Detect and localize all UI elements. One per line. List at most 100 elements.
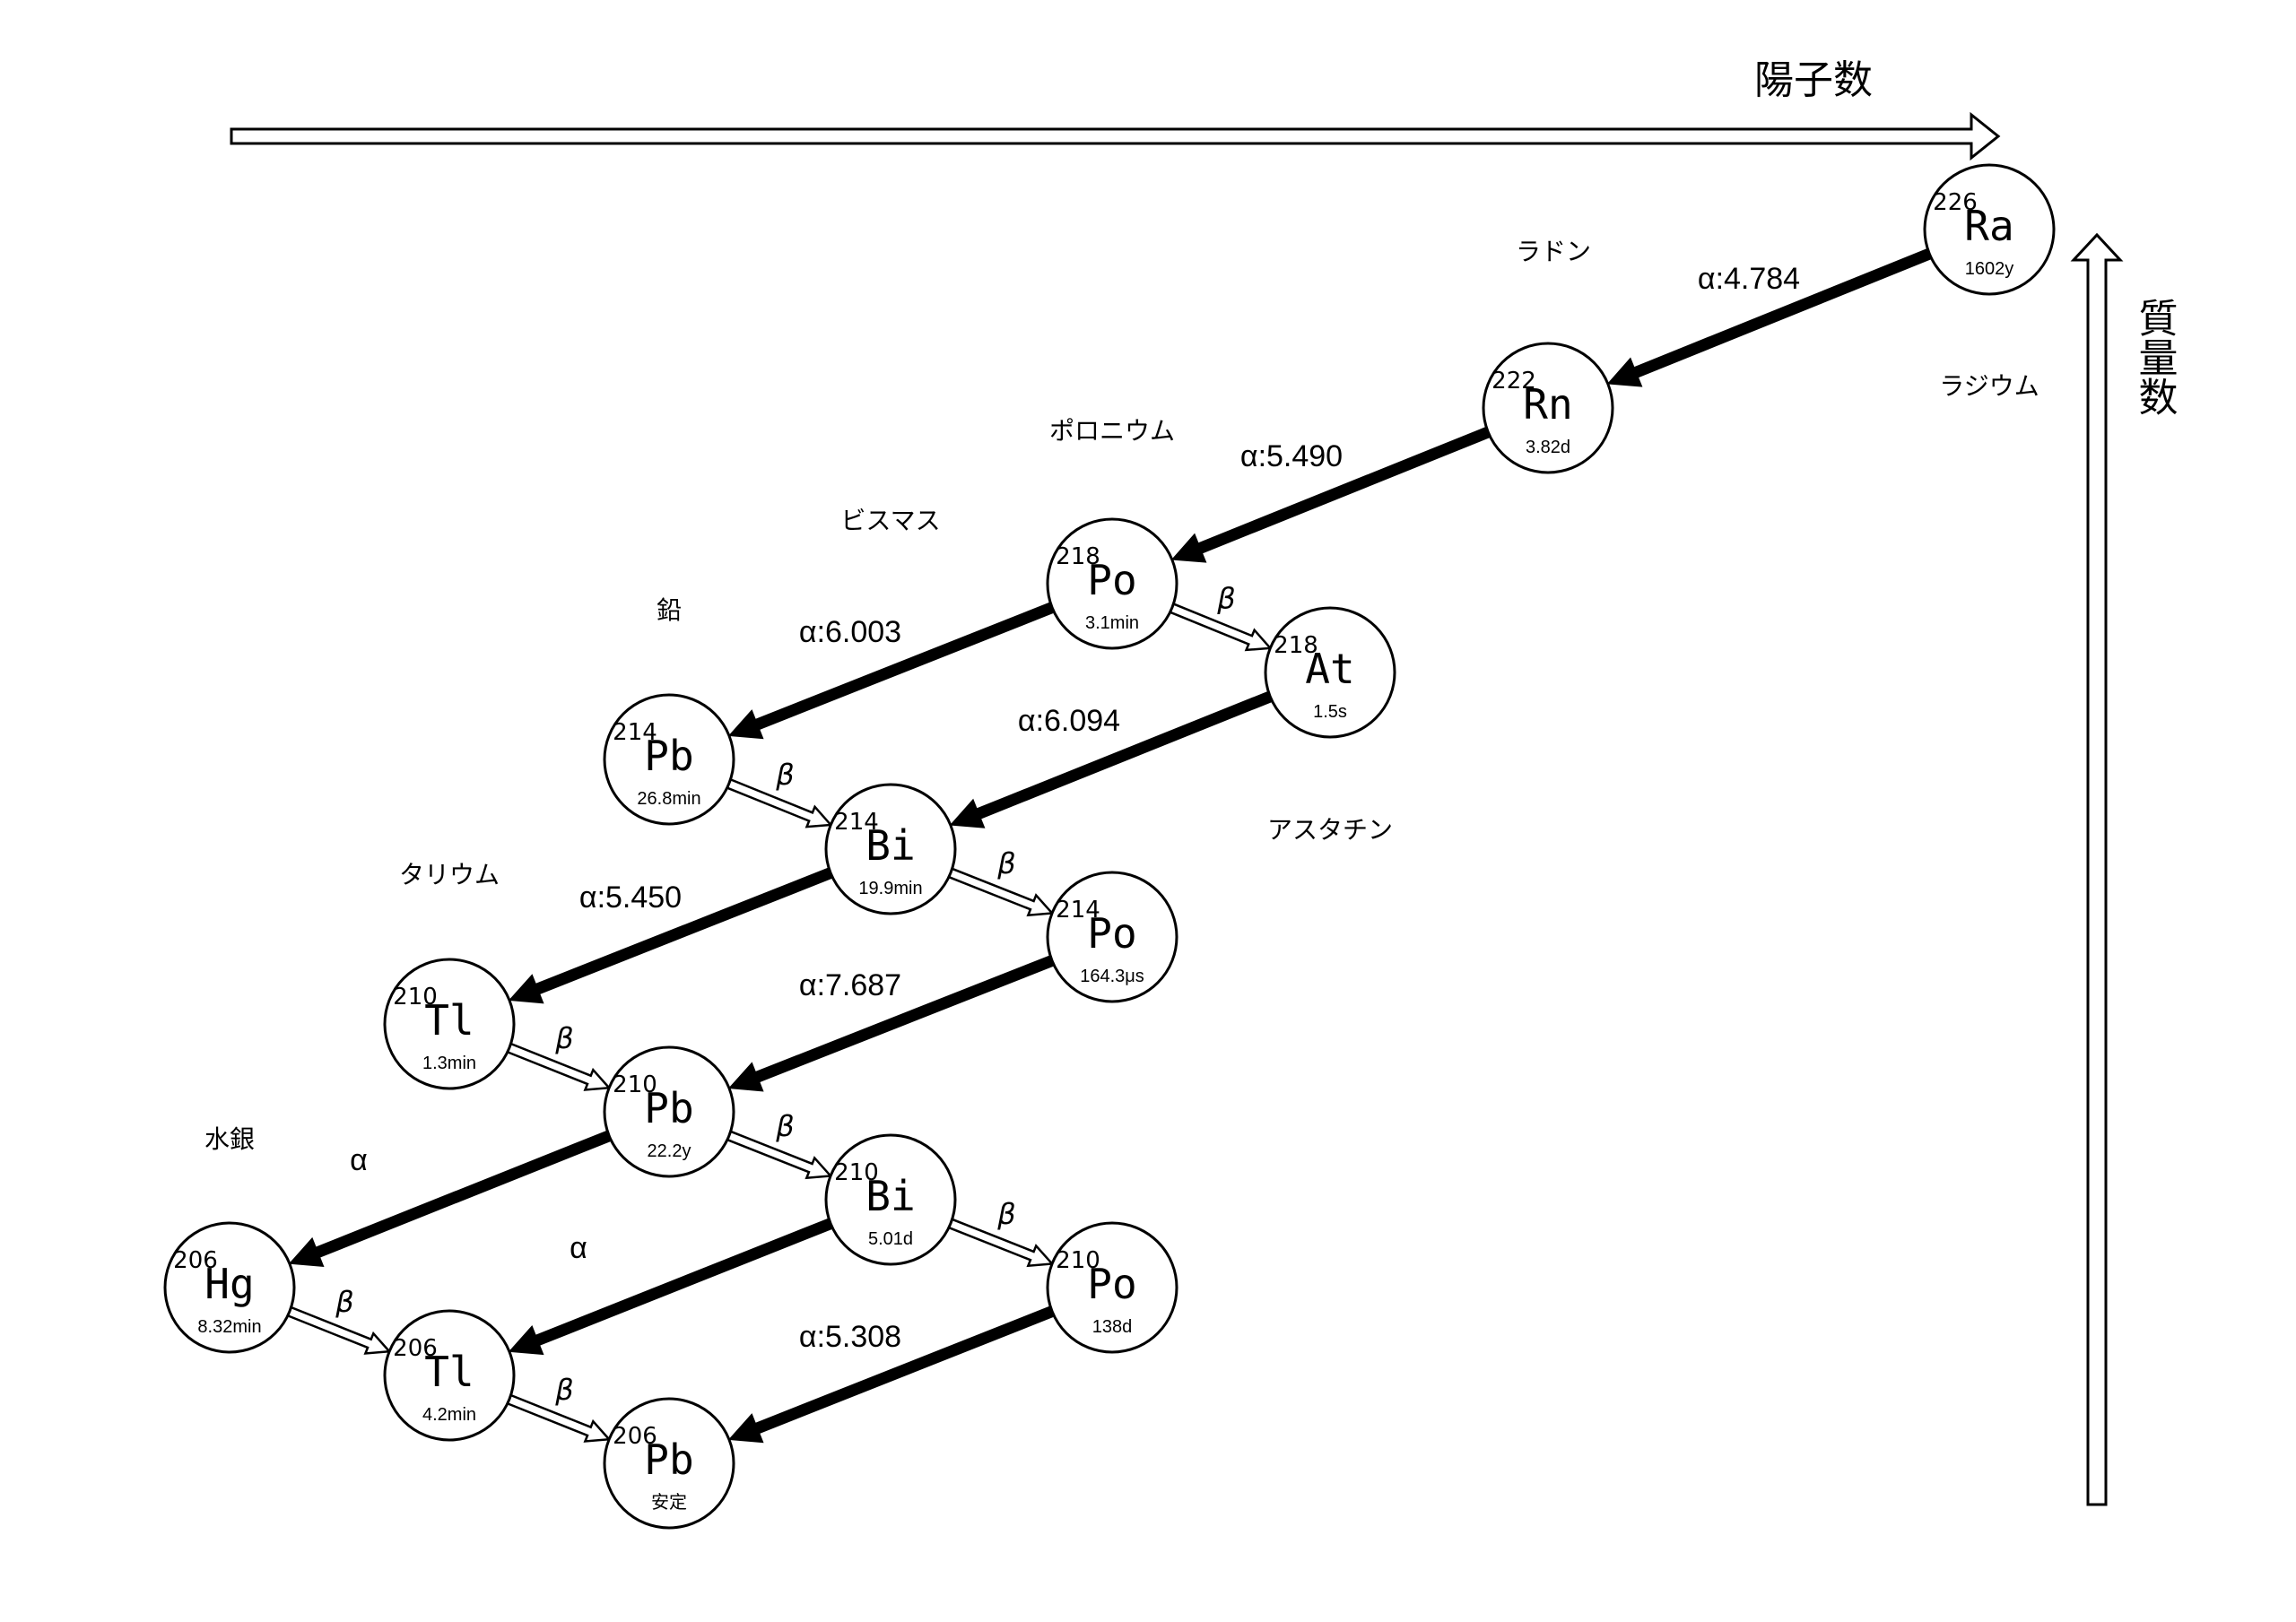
alpha-arrow-shape (288, 1130, 613, 1267)
half-life: 5.01d (868, 1229, 913, 1249)
beta-arrow-shape (947, 1218, 1055, 1268)
element-symbol: Po (1087, 556, 1136, 604)
beta-arrow-shape (1169, 602, 1273, 652)
mass-number: 214 (613, 719, 657, 746)
nuclide-circle (1046, 871, 1178, 1003)
element-name-radon: ラドン (1516, 237, 1591, 266)
alpha-energy-label: α (350, 1143, 368, 1177)
nuclide-circle (603, 1045, 735, 1178)
mass-number: 218 (1056, 543, 1100, 570)
alpha-energy-label: α:6.003 (799, 615, 901, 649)
beta-label: β (554, 1373, 573, 1407)
nuclide-circle (603, 693, 735, 826)
mass-number: 210 (1056, 1247, 1100, 1274)
decay-arrows (286, 247, 1933, 1444)
beta-arrow-shape (286, 1305, 392, 1355)
nuclides: 226Ra1602y222Rn3.82d218Po3.1min218At1.5s… (163, 163, 2056, 1530)
element-symbol: Ra (1964, 202, 2013, 250)
beta-label: β (775, 1109, 794, 1143)
element-name-mercury: 水銀 (204, 1124, 255, 1154)
alpha-energy-label: α:7.687 (799, 968, 901, 1002)
nuclide-circle (1264, 606, 1396, 739)
beta-label: β (335, 1285, 353, 1319)
alpha-arrow-shape (1606, 247, 1933, 387)
element-name-astatine: アスタチン (1267, 815, 1393, 845)
alpha-energy-label: α (570, 1231, 587, 1265)
half-life: 1602y (1965, 259, 2014, 279)
half-life: 164.3μs (1080, 967, 1144, 986)
mass-number: 210 (393, 984, 438, 1010)
half-life: 安定 (651, 1492, 687, 1513)
alpha-decay-arrow (508, 1218, 833, 1356)
alpha-energy-label: α:5.450 (579, 880, 682, 915)
alpha-arrow-shape (727, 1305, 1055, 1444)
beta-decay-arrow (286, 1305, 392, 1355)
half-life: 22.2y (648, 1141, 691, 1161)
alpha-energy-label: α:6.094 (1018, 704, 1120, 738)
nuclide-circle (383, 958, 516, 1090)
mass-number: 206 (173, 1247, 218, 1274)
element-symbol: Pb (644, 732, 693, 780)
beta-label: β (996, 1197, 1015, 1231)
alpha-energy-label: α:4.784 (1698, 262, 1800, 296)
alpha-decay-arrow (727, 955, 1055, 1092)
mass-axis-label: 質量数 (2132, 298, 2178, 416)
alpha-decay-arrow (508, 867, 833, 1004)
alpha-decay-arrow (727, 602, 1055, 740)
mass-number: 226 (1933, 189, 1978, 216)
half-life: 138d (1092, 1317, 1133, 1337)
beta-decay-arrow (1169, 602, 1273, 652)
element-symbol: Hg (204, 1260, 254, 1308)
nuclide-circle (1482, 342, 1614, 474)
alpha-arrow-shape (508, 867, 833, 1004)
half-life: 3.82d (1526, 438, 1570, 457)
nuclide-circle (1923, 163, 2056, 296)
nuclide-circle (1046, 517, 1178, 650)
element-name-radium: ラジウム (1939, 371, 2039, 401)
element-name-lead: 鉛 (657, 595, 682, 625)
alpha-arrow-shape (1170, 426, 1492, 563)
beta-arrow-shape (726, 777, 833, 828)
proton-axis-arrow (230, 111, 2001, 161)
beta-decay-arrow (726, 777, 833, 828)
alpha-decay-arrow (1606, 247, 1933, 387)
half-life: 1.5s (1313, 702, 1347, 722)
nuclide-circle (824, 1133, 957, 1266)
alpha-arrow-shape (949, 690, 1274, 828)
half-life: 26.8min (637, 789, 700, 809)
nuclide-circle (163, 1221, 296, 1354)
element-symbol: Tl (424, 996, 474, 1045)
mass-number: 222 (1492, 368, 1536, 395)
mass-axis-arrow (2070, 232, 2124, 1506)
alpha-arrow-shape (727, 955, 1055, 1092)
alpha-decay-arrow (949, 690, 1274, 828)
element-name-polonium: ポロニウム (1049, 416, 1175, 446)
element-name-bismuth: ビスマス (840, 506, 940, 535)
beta-arrow-shape (506, 1042, 612, 1091)
element-symbol: Po (1087, 909, 1136, 958)
element-symbol: Pb (644, 1436, 693, 1484)
beta-label: β (1216, 582, 1235, 616)
mass-number: 218 (1274, 632, 1318, 659)
half-life: 1.3min (422, 1054, 476, 1073)
proton-axis-label: 陽子数 (1754, 57, 1873, 103)
beta-decay-arrow (947, 867, 1055, 917)
nuclide-circle (824, 783, 957, 915)
mass-number: 206 (393, 1335, 438, 1362)
nuclide-circle (603, 1397, 735, 1530)
axes: 陽子数 質量数 (230, 57, 2178, 1506)
beta-arrow-shape (726, 1130, 833, 1180)
half-life: 8.32min (197, 1317, 261, 1337)
element-symbol: Rn (1523, 380, 1572, 429)
